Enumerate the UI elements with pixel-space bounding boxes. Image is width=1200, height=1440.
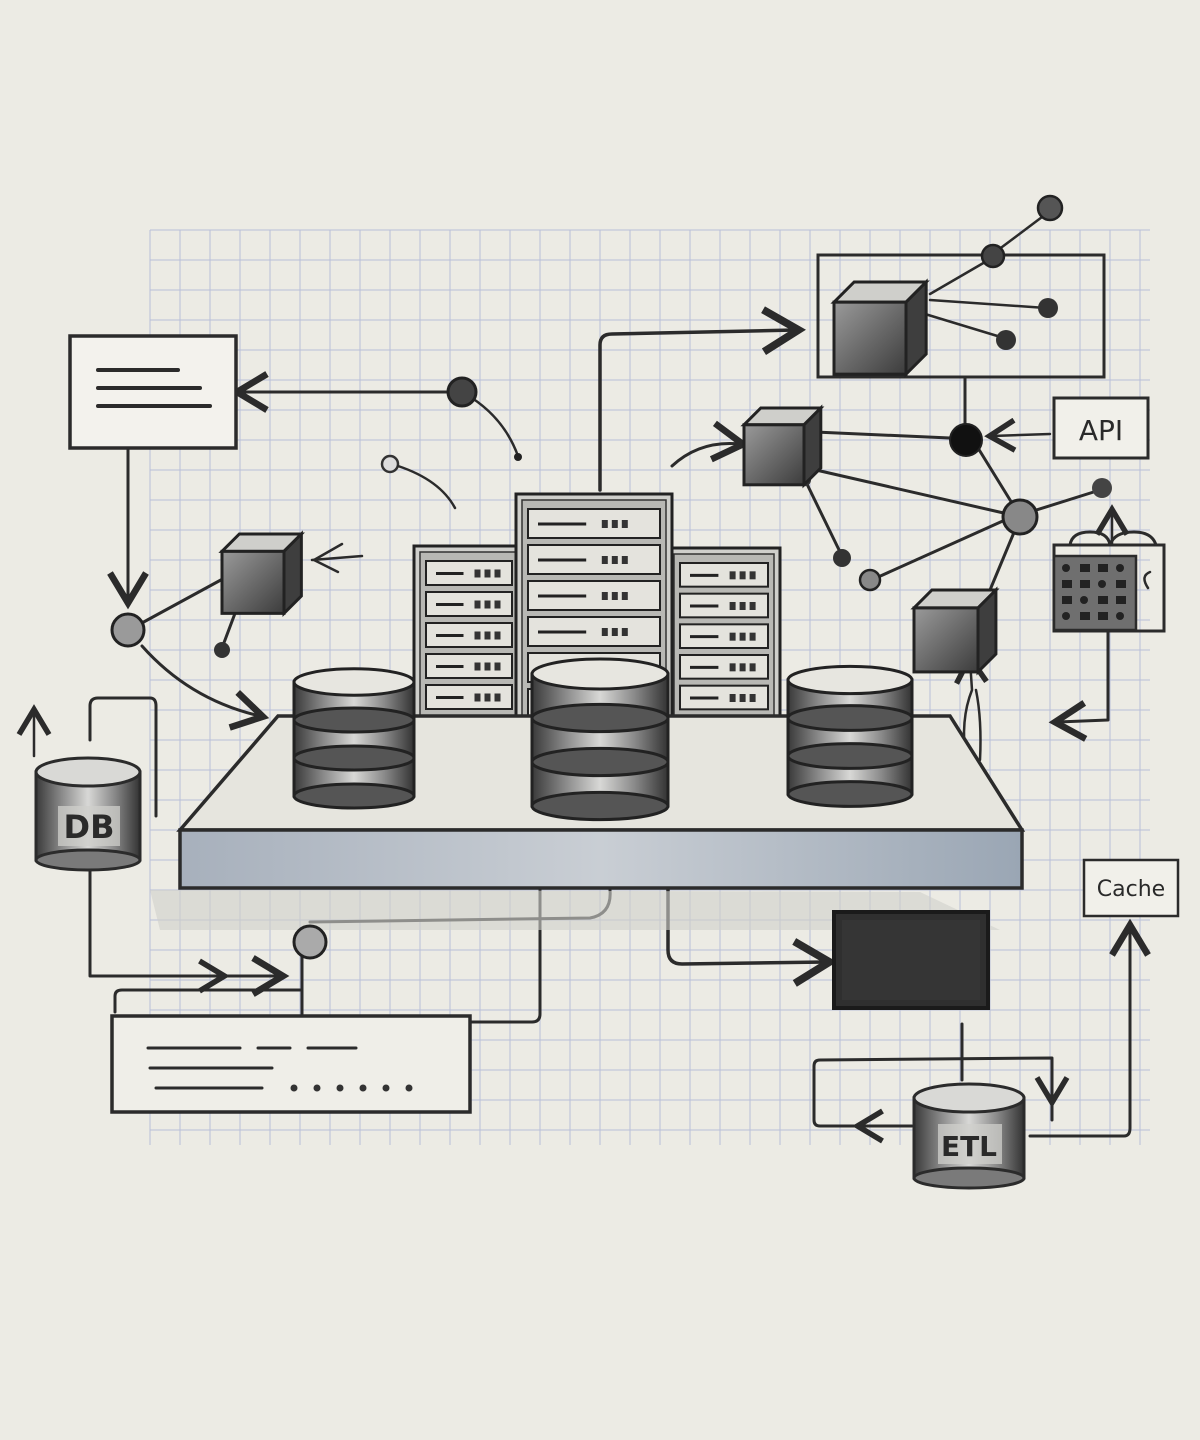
- database-stack-left: [292, 667, 416, 810]
- api-label: API: [1079, 414, 1123, 447]
- db-cylinder: DB: [34, 756, 142, 872]
- network-node-cluster: [799, 194, 1112, 592]
- bottom-left-panel: [110, 1014, 472, 1114]
- etl-cylinder: ETL: [912, 1082, 1026, 1190]
- cube-top-right: [830, 278, 930, 378]
- cache-box: Cache: [1082, 858, 1180, 918]
- database-stack-right: [786, 664, 914, 808]
- cache-label: Cache: [1097, 877, 1165, 902]
- cube-left: [218, 530, 305, 617]
- db-label: DB: [64, 808, 115, 846]
- cube-nodes: [218, 278, 1000, 676]
- document-card-top-left: [68, 334, 238, 450]
- keypad-device: [1052, 530, 1166, 633]
- etl-label: ETL: [941, 1130, 997, 1163]
- network-panel-top-right: [816, 212, 1106, 379]
- database-stack-center: [530, 657, 670, 822]
- database-stacks: [292, 657, 914, 822]
- left-hub-nodes: [110, 376, 478, 960]
- dark-module-box: [832, 910, 990, 1010]
- cube-upper-middle: [740, 404, 825, 489]
- api-box: API: [1052, 396, 1150, 460]
- cube-lower-right: [910, 586, 1000, 676]
